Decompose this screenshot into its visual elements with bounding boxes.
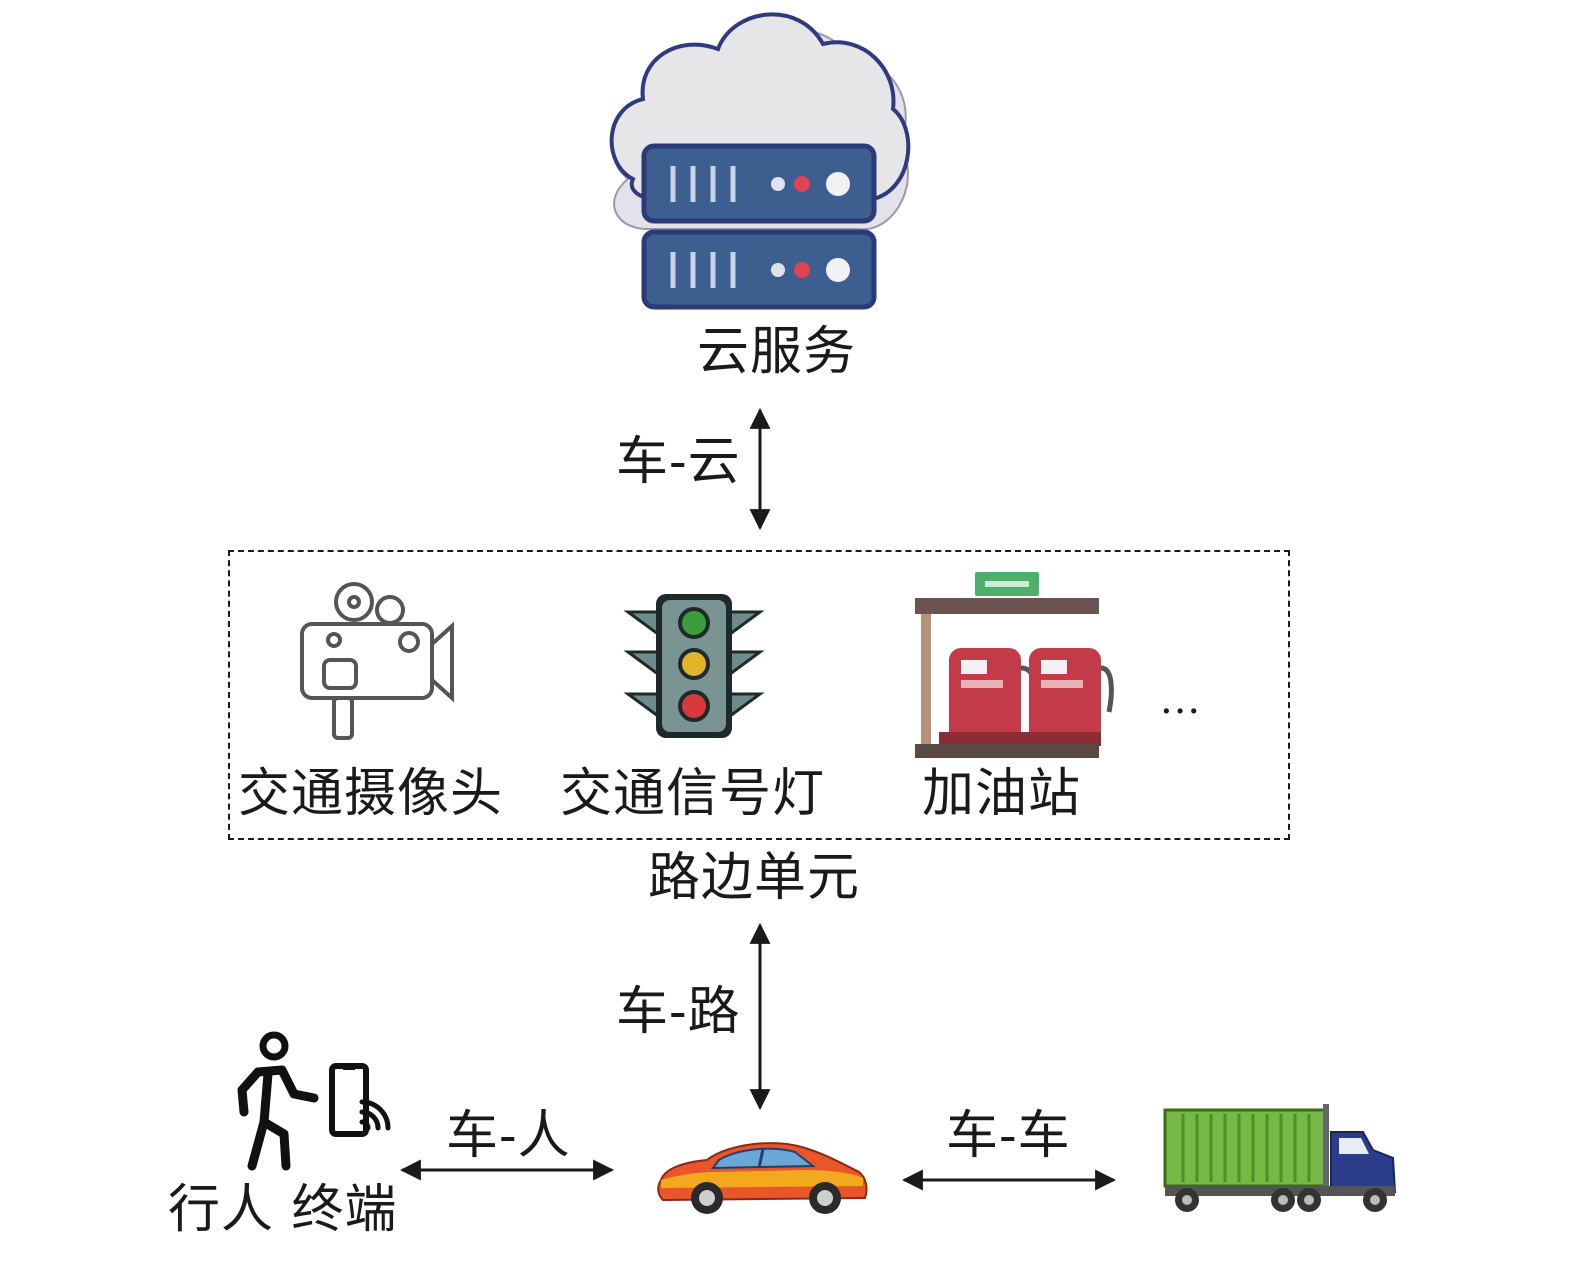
truck-icon bbox=[1163, 1104, 1397, 1212]
more-items-ellipsis: ... bbox=[1160, 677, 1202, 723]
link-label-v2p: 车-人 bbox=[446, 1106, 571, 1166]
pedestrian-terminal-label: 行人 终端 bbox=[168, 1180, 398, 1240]
link-label-v2v: 车-车 bbox=[946, 1106, 1071, 1166]
gas-station-label: 加油站 bbox=[922, 764, 1082, 824]
gas-station-icon bbox=[915, 572, 1114, 758]
roadside-unit-label: 路边单元 bbox=[648, 848, 861, 908]
link-label-v2r: 车-路 bbox=[616, 982, 741, 1042]
traffic-camera-icon bbox=[300, 582, 454, 740]
link-label-v2c: 车-云 bbox=[616, 432, 741, 492]
cloud-service-label: 云服务 bbox=[697, 322, 857, 382]
cloud-server-icon bbox=[609, 12, 911, 310]
car-icon bbox=[657, 1142, 868, 1214]
pedestrian-phone-icon bbox=[237, 1031, 391, 1171]
traffic-camera-label: 交通摄像头 bbox=[238, 764, 504, 824]
server-unit-top bbox=[641, 143, 877, 224]
traffic-light-label: 交通信号灯 bbox=[560, 764, 826, 824]
roadside-unit-group bbox=[228, 550, 1290, 840]
traffic-light-icon bbox=[623, 594, 765, 738]
server-unit-bottom bbox=[641, 229, 877, 310]
